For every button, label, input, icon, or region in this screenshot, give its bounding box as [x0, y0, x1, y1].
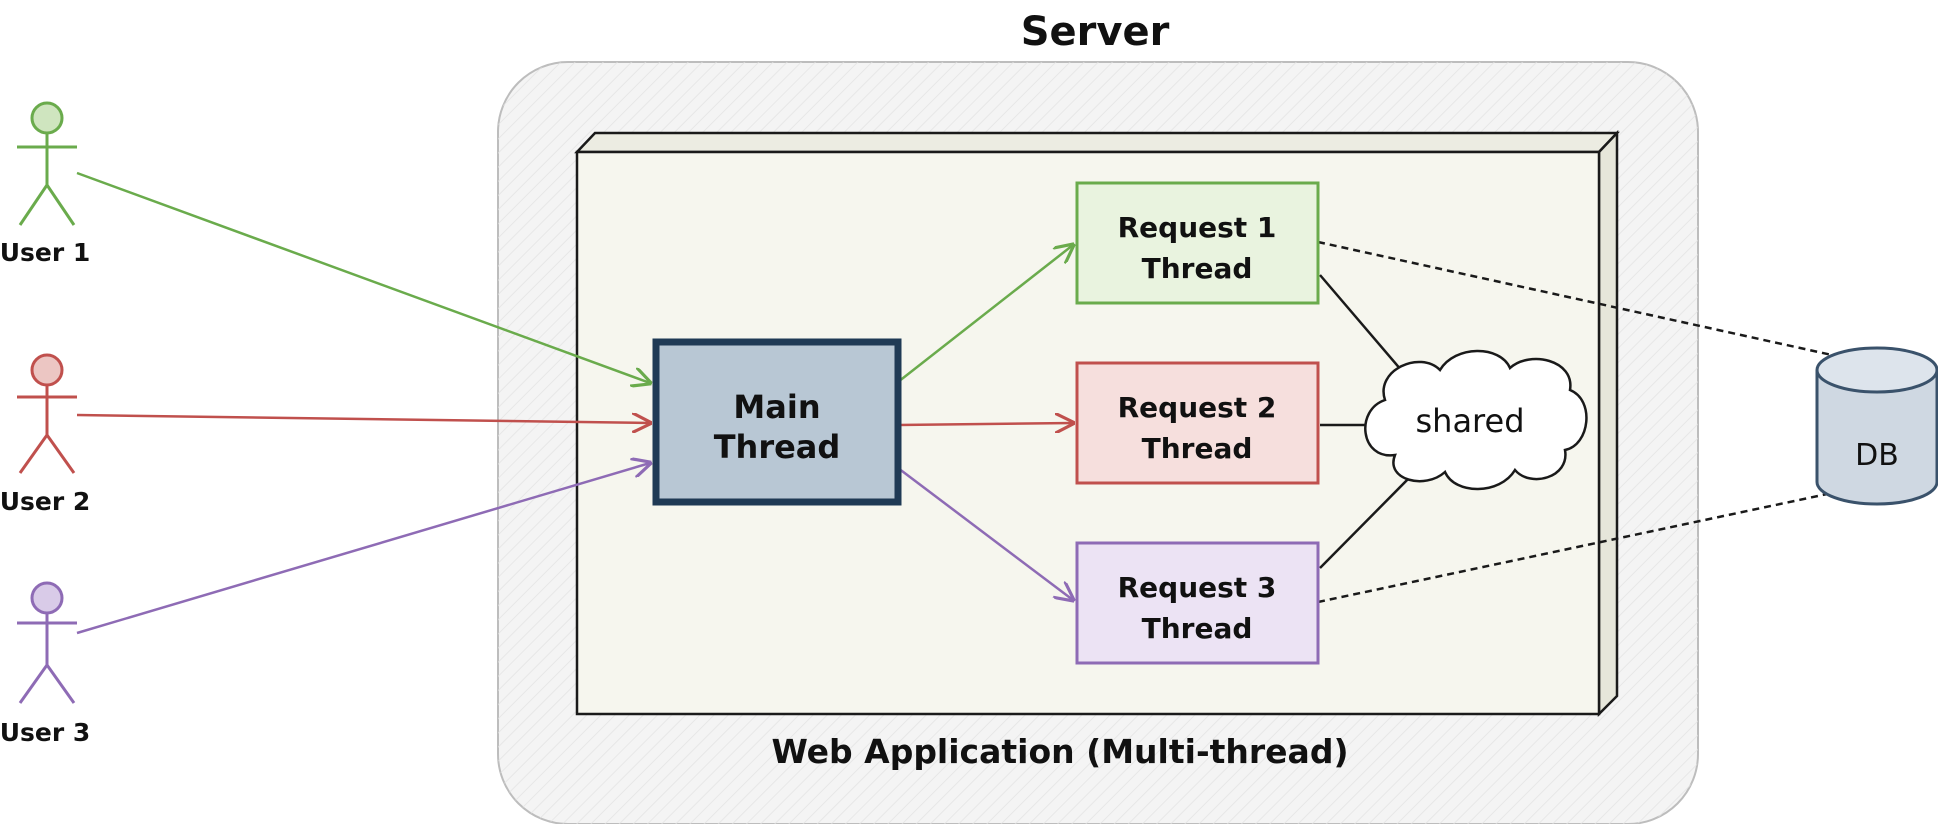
- arrow-main-req1: [897, 245, 1073, 383]
- user-3-label: User 3: [0, 718, 90, 747]
- request-1-thread-box: Request 1 Thread: [1075, 181, 1320, 305]
- connector-req3-db: [1317, 491, 1833, 604]
- thread-arrows: [897, 245, 1073, 600]
- arrow-user3-main: [76, 463, 650, 635]
- user-2-label: User 2: [0, 487, 90, 516]
- user-arrows: [76, 171, 650, 635]
- shared-label: shared: [1415, 402, 1524, 440]
- user-2-figure: User 2: [0, 353, 90, 516]
- request-2-thread-box: Request 2 Thread: [1075, 361, 1320, 485]
- request-1-line2: Thread: [1142, 252, 1253, 285]
- arrow-main-req3: [897, 467, 1073, 600]
- main-thread-box: Main Thread: [652, 338, 902, 506]
- db-cylinder: DB: [1815, 346, 1938, 506]
- main-thread-line1: Main: [733, 388, 820, 426]
- request-3-line1: Request 3: [1118, 571, 1277, 604]
- user-1-figure: User 1: [0, 101, 90, 267]
- request-2-line1: Request 2: [1118, 391, 1277, 424]
- arrow-user2-main: [76, 415, 650, 423]
- connector-req1-db: [1317, 240, 1833, 357]
- request-1-line1: Request 1: [1118, 211, 1277, 244]
- user-3-figure: User 3: [0, 581, 90, 747]
- connector-req1-shared: [1319, 274, 1409, 379]
- arrow-main-req2: [897, 423, 1073, 425]
- web-application-label: Web Application (Multi-thread): [771, 732, 1348, 771]
- request-2-line2: Thread: [1142, 432, 1253, 465]
- user-1-label: User 1: [0, 238, 90, 267]
- shared-cloud: shared: [1364, 349, 1588, 491]
- connectors: [1317, 240, 1833, 604]
- arrow-user1-main: [76, 171, 650, 383]
- db-label: DB: [1855, 438, 1899, 473]
- connector-req3-shared: [1319, 471, 1416, 569]
- request-3-line2: Thread: [1142, 612, 1253, 645]
- main-thread-line2: Thread: [714, 428, 841, 466]
- server-title: Server: [1021, 9, 1170, 55]
- request-3-thread-box: Request 3 Thread: [1075, 541, 1320, 665]
